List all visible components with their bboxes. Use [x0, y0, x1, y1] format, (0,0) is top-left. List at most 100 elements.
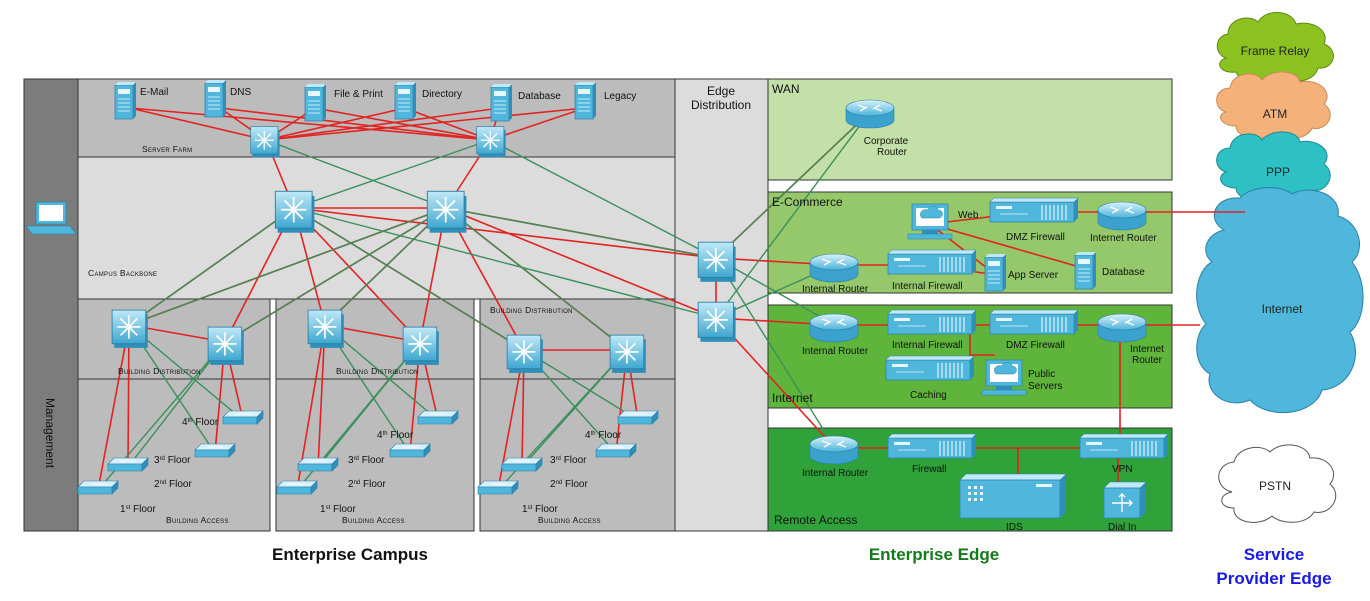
ba1-floor1-switch-icon	[77, 480, 119, 495]
email-server-icon	[114, 81, 137, 120]
database-label: Database	[518, 91, 561, 102]
ba3-floor1-label: 1st Floor	[522, 504, 558, 515]
server-farm-switch-2-icon	[476, 126, 507, 158]
ba1-floor3-switch-icon	[107, 457, 149, 472]
ecommerce-internet-router-label: Internet Router	[1090, 233, 1157, 244]
directory-server-icon	[394, 81, 417, 120]
edge-switch-2-icon	[697, 301, 737, 343]
web-label: Web	[958, 210, 979, 221]
ba1-floor4-switch-icon	[222, 410, 264, 425]
ba3-floor4-label: 4th Floor	[585, 430, 622, 441]
internet-router-label-1: Internet	[1130, 344, 1164, 355]
ba3-floor4-switch-icon	[617, 410, 659, 425]
ba3-floor2-label: 2nd Floor	[550, 479, 588, 490]
ppp-label: PPP	[1266, 165, 1290, 179]
internet-cloud: Internet	[1196, 187, 1364, 414]
bd2-switch-a-icon	[307, 309, 345, 349]
bd3-switch-a-icon	[506, 334, 544, 374]
ba3-floor1-switch-icon	[477, 480, 519, 495]
bd3-switch-b-icon	[609, 334, 647, 374]
ba2-floor3-switch-icon	[297, 457, 339, 472]
ecommerce-dmz-firewall-label: DMZ Firewall	[1006, 232, 1065, 243]
dial-in-label: Dial In	[1108, 522, 1136, 533]
enterprise-campus-heading: Enterprise Campus	[272, 545, 428, 564]
app-server-label: App Server	[1008, 270, 1059, 281]
ba1-floor4-label: 4th Floor	[182, 417, 219, 428]
ecommerce-dmz-firewall-icon	[989, 197, 1079, 223]
internet-dmz-firewall-label: DMZ Firewall	[1006, 340, 1065, 351]
public-servers-label-2: Servers	[1028, 381, 1062, 392]
corporate-router-label-1: Corporate	[864, 136, 909, 147]
internet-internal-router-label: Internal Router	[802, 346, 869, 357]
bd2-title: Building Distribution	[336, 366, 419, 376]
backbone-switch-2-icon	[426, 190, 468, 234]
ba2-floor3-label: 3rd Floor	[348, 455, 385, 466]
corporate-router-icon	[845, 99, 895, 129]
edge-switch-1-icon	[697, 241, 737, 283]
internet-internal-firewall-label: Internal Firewall	[892, 340, 963, 351]
dns-server-icon	[204, 79, 227, 118]
bd1-switch-b-icon	[207, 326, 245, 366]
remote-internal-router-icon	[809, 435, 859, 465]
remote-firewall-label: Firewall	[912, 464, 946, 475]
ba2-floor1-label: 1st Floor	[320, 504, 356, 515]
ecommerce-title: E-Commerce	[772, 195, 843, 209]
ecommerce-internal-router-label: Internal Router	[802, 284, 869, 295]
ba3-floor3-switch-icon	[501, 457, 543, 472]
server-farm-switch-1-icon	[250, 126, 281, 158]
caching-engine-icon	[885, 355, 975, 381]
management-panel	[23, 78, 79, 532]
ba2-title: Building Access	[342, 515, 405, 525]
atm-label: ATM	[1263, 107, 1287, 121]
edge-distribution-title-1: Edge	[707, 84, 735, 98]
ba1-floor2-switch-icon	[194, 443, 236, 458]
ba1-floor1-label: 1st Floor	[120, 504, 156, 515]
internet-internal-firewall-icon	[887, 309, 977, 335]
internet-router-icon	[1097, 313, 1147, 343]
remote-internal-router-label: Internal Router	[802, 468, 869, 479]
database-server-ecommerce-icon	[1074, 251, 1097, 290]
wan-block	[767, 78, 1173, 181]
ecommerce-internal-firewall-label: Internal Firewall	[892, 281, 963, 292]
bd3-title: Building Distribution	[490, 305, 573, 315]
ecommerce-internal-firewall-icon	[887, 249, 977, 275]
management-workstation-icon	[25, 201, 77, 235]
building-access-block-2	[275, 378, 475, 532]
ba2-floor2-label: 2nd Floor	[348, 479, 386, 490]
web-cloud-icon	[920, 206, 943, 219]
corporate-router-label-2: Router	[877, 147, 908, 158]
ba1-floor3-label: 3rd Floor	[154, 455, 191, 466]
internet-module-title: Internet	[772, 391, 813, 405]
ids-label: IDS	[1006, 522, 1023, 533]
internet-internal-router-icon	[809, 313, 859, 343]
ba3-title: Building Access	[538, 515, 601, 525]
ecommerce-internet-router-icon	[1097, 201, 1147, 231]
backbone-switch-1-icon	[274, 190, 316, 234]
legacy-label: Legacy	[604, 91, 636, 102]
remote-firewall-icon	[887, 433, 977, 459]
dns-label: DNS	[230, 87, 251, 98]
enterprise-edge-heading: Enterprise Edge	[869, 545, 999, 564]
database-server-icon	[490, 83, 513, 122]
edge-distribution-title-2: Distribution	[691, 98, 751, 112]
caching-label: Caching	[910, 390, 947, 401]
frame-relay-label: Frame Relay	[1241, 44, 1310, 58]
file-print-server-icon	[304, 83, 327, 122]
app-server-icon	[984, 253, 1007, 292]
file-print-label: File & Print	[334, 89, 383, 100]
ids-icon	[959, 473, 1067, 519]
ba2-floor4-label: 4th Floor	[377, 430, 414, 441]
dial-in-icon	[1103, 481, 1147, 519]
ecommerce-internal-router-icon	[809, 253, 859, 283]
internet-router-label-2: Router	[1132, 355, 1163, 366]
bd2-switch-b-icon	[402, 326, 440, 366]
wan-title: WAN	[772, 82, 800, 96]
internet-label: Internet	[1262, 302, 1303, 316]
ba2-floor4-switch-icon	[417, 410, 459, 425]
public-servers-label-1: Public	[1028, 369, 1055, 380]
pstn-label: PSTN	[1259, 479, 1291, 493]
vpn-label: VPN	[1112, 464, 1133, 475]
management-label: Management	[43, 398, 57, 469]
ba2-floor1-switch-icon	[276, 480, 318, 495]
